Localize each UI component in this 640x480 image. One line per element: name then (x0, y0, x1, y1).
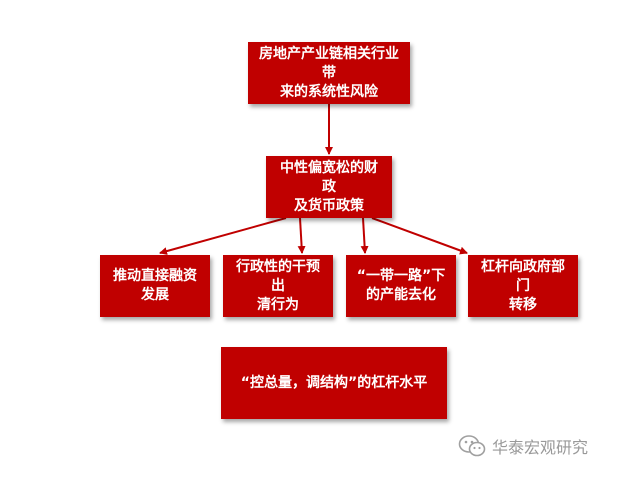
watermark-text: 华泰宏观研究 (492, 438, 589, 457)
bottom-node: “控总量，调结构”的杠杆水平 (221, 347, 447, 419)
arrow-middle-to-branch-1 (159, 217, 287, 255)
middle-node: 中性偏宽松的财政 及货币政策 (266, 156, 392, 218)
branch-node-1: 推动直接融资 发展 (100, 255, 210, 317)
top-node: 房地产产业链相关行业带 来的系统性风险 (248, 42, 410, 104)
arrow-middle-to-branch-3 (360, 217, 369, 254)
watermark: 华泰宏观研究 (458, 434, 588, 458)
arrow-middle-to-branch-4 (371, 217, 468, 255)
wechat-icon (458, 435, 486, 457)
branch-node-4: 杠杆向政府部门 转移 (468, 255, 578, 317)
branch-node-3: “一带一路”下 的产能去化 (346, 255, 456, 317)
branch-node-2: 行政性的干预出 清行为 (223, 255, 333, 317)
arrow-middle-to-branch-2 (297, 217, 306, 254)
